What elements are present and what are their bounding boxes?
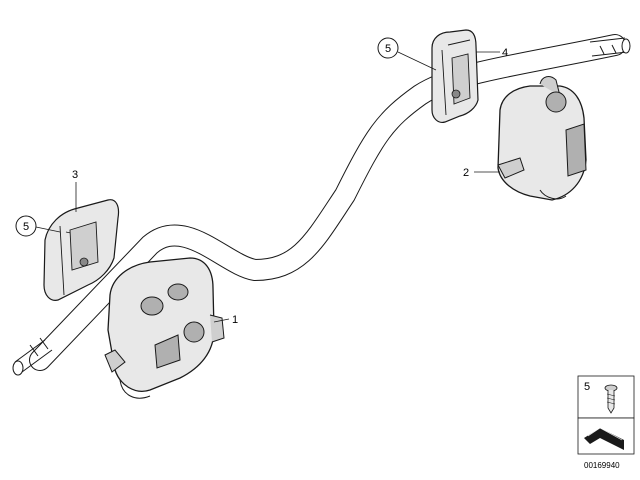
legend-box: 5: [577, 375, 635, 455]
callout-5-left-label: 5: [23, 221, 29, 233]
screw-icon: [604, 384, 618, 414]
legend-screw-number: 5: [584, 381, 590, 393]
callout-2: 2: [463, 167, 469, 179]
part-2-right-switch-housing: [497, 76, 587, 201]
callout-3: 3: [72, 169, 78, 181]
callout-4: 4: [502, 47, 508, 59]
drawing-number: 00169940: [584, 461, 620, 470]
callout-1: 1: [232, 314, 238, 326]
leader-lines: [35, 51, 500, 323]
part-1-left-switch-housing: [104, 257, 225, 399]
callout-5-top-circle: 5: [377, 37, 399, 59]
callout-5-top-label: 5: [385, 43, 391, 55]
callout-5-left-circle: 5: [15, 215, 37, 237]
catalog-arrow-icon: [584, 427, 624, 450]
part-4-right-rear-cover: [431, 29, 479, 123]
part-3-left-rear-cover: [43, 199, 120, 301]
